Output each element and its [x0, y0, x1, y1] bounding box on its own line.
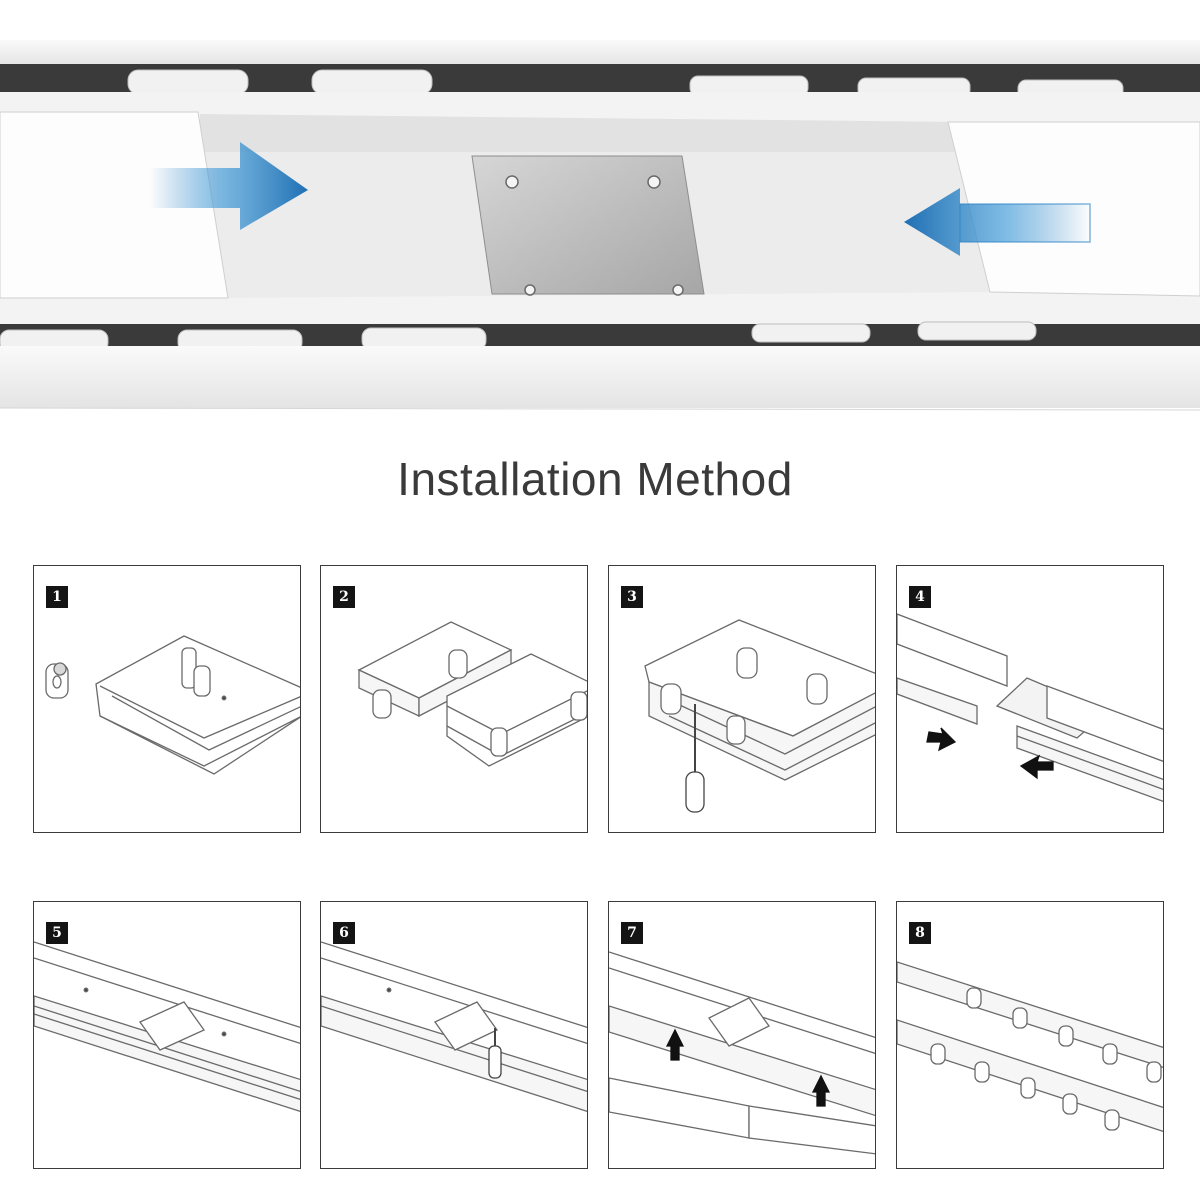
step-8-badge: 8: [909, 922, 931, 944]
step-4-badge: 4: [909, 586, 931, 608]
step-6-badge: 6: [333, 922, 355, 944]
step-5-illustration: [34, 941, 300, 1113]
track-joining-illustration: [0, 40, 1200, 411]
step-1-illustration: [45, 635, 300, 775]
step-6-panel: 6: [320, 901, 588, 1169]
step-2-panel: 2: [320, 565, 588, 833]
step-2-illustration: [357, 621, 587, 767]
step-6-illustration: [321, 941, 587, 1113]
step-3-illustration: [644, 619, 875, 813]
step-3-badge: 3: [621, 586, 643, 608]
step-3-panel: 3: [608, 565, 876, 833]
step-5-badge: 5: [46, 922, 68, 944]
step-7-illustration: [609, 951, 875, 1155]
step-1-panel: 1: [33, 565, 301, 833]
step-7-panel: 7: [608, 901, 876, 1169]
step-8-illustration: [897, 961, 1163, 1133]
step-8-panel: 8: [896, 901, 1164, 1169]
step-4-panel: 4: [896, 565, 1164, 833]
step-7-badge: 7: [621, 922, 643, 944]
step-4-illustration: [897, 613, 1163, 802]
page-title: Installation Method: [397, 453, 793, 505]
step-5-panel: 5: [33, 901, 301, 1169]
step-2-badge: 2: [333, 586, 355, 608]
step-1-badge: 1: [46, 586, 68, 608]
